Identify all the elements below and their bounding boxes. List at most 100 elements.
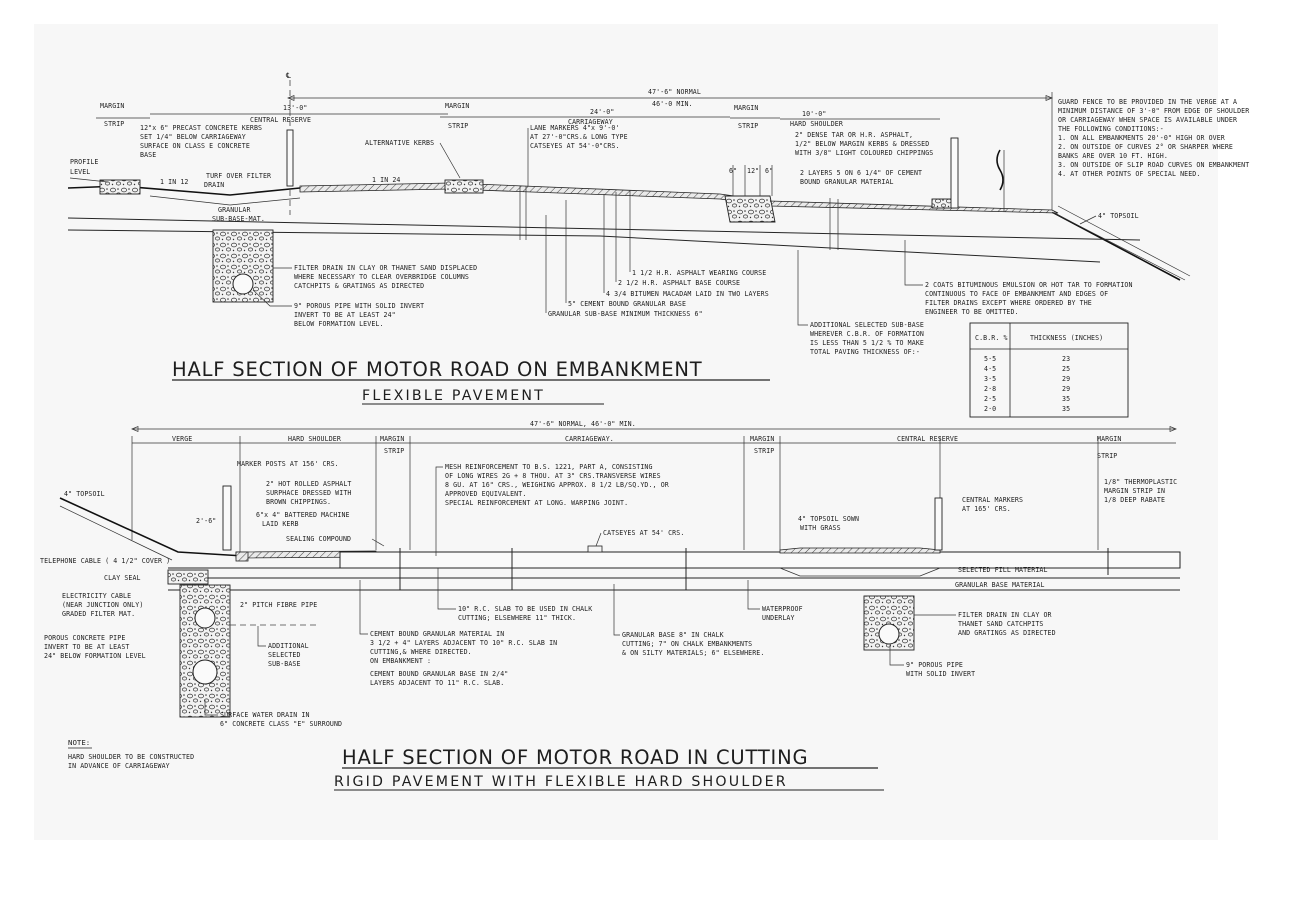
top-margin-label-3: MARGIN (734, 104, 758, 112)
profile-label-2: LEVEL (70, 168, 90, 176)
telephone-cable-label: TELEPHONE CABLE ( 4 1/2" COVER ) (40, 557, 170, 565)
guard-line-3: OR CARRIAGEWAY WHEN SPACE IS AVAILABLE U… (1058, 116, 1237, 124)
top-margin-label-1: MARGIN (100, 102, 124, 110)
kerb-dim-6b: 6" (765, 167, 773, 175)
turf-note-2: DRAIN (204, 181, 224, 189)
kerb-offset-dimension: 2'-6" (196, 517, 216, 525)
topsoil-sown-1: 4" TOPSOIL SOWN (798, 515, 859, 523)
lane-markers-3: CATSEYES AT 54'-0"CRS. (530, 142, 620, 150)
dense-tar-1: 2" DENSE TAR OR H.R. ASPHALT, (795, 131, 913, 139)
filter-drain-note-1: FILTER DRAIN IN CLAY OR (958, 611, 1052, 619)
near-junction-label: (NEAR JUNCTION ONLY) (62, 601, 143, 609)
rc-slab-2: CUTTING; ELSEWHERE 11" THICK. (458, 614, 576, 622)
guard-fence-note: GUARD FENCE TO BE PROVIDED IN THE VERGE … (1058, 98, 1249, 178)
bottom-margin-label-1: MARGIN (380, 435, 404, 443)
guard-line-7: BANKS ARE OVER 10 FT. HIGH. (1058, 152, 1168, 160)
granular-label-2: SUB-BASE-MAT. (212, 215, 265, 223)
top-min-dimension: 46'-0 MIN. (652, 100, 693, 108)
dense-tar-2: 1/2" BELOW MARGIN KERBS & DRESSED (795, 140, 929, 148)
cbr-cell: 2·8 (984, 385, 996, 393)
cbr-cell: 2·0 (984, 405, 996, 413)
top-central-reserve-label: CENTRAL RESERVE (250, 116, 311, 124)
thermoplastic-3: 1/8 DEEP RABATE (1104, 496, 1165, 504)
bottom-strip-label-2: STRIP (754, 447, 774, 455)
mesh-note-3: 8 GU. AT 16" CRS., WEIGHING APPROX. 8 1/… (445, 481, 669, 489)
cbr-cell: 5·5 (984, 355, 996, 363)
hot-rolled-3: BROWN CHIPPINGS. (266, 498, 331, 506)
bitumen-note-1: 2 COATS BITUMINOUS EMULSION OR HOT TAR T… (925, 281, 1133, 289)
porous-concrete-2: INVERT TO BE AT LEAST (44, 643, 129, 651)
top-shoulder-width: 10'-0" (802, 110, 826, 118)
mesh-note-2: OF LONG WIRES 2G + 8 THOU. AT 3" CRS.TRA… (445, 472, 661, 480)
mesh-note-5: SPECIAL REINFORCEMENT AT LONG. WARPING J… (445, 499, 628, 507)
catseyes-label: CATSEYES AT 54' CRS. (603, 529, 684, 537)
kerb-dim-12: 12" (747, 167, 759, 175)
filter-drain-1: FILTER DRAIN IN CLAY OR THANET SAND DISP… (294, 264, 477, 272)
surface-water-2: 6" CONCRETE CLASS "E" SURROUND (220, 720, 342, 728)
cement-bound-1: CEMENT BOUND GRANULAR MATERIAL IN (370, 630, 504, 638)
top-margin-label-2: MARGIN (445, 102, 469, 110)
thermoplastic-2: MARGIN STRIP IN (1104, 487, 1165, 495)
cbr-cell: 3·5 (984, 375, 996, 383)
central-markers-2: AT 165' CRS. (962, 505, 1011, 513)
wearing-course: 1 1/2 H.R. ASPHALT WEARING COURSE (632, 269, 766, 277)
cbr-table: C.B.R. % THICKNESS (INCHES) 5·5 23 4·5 2… (969, 322, 1129, 418)
bottom-strip-label-3: STRIP (1097, 452, 1117, 460)
thickness-header: THICKNESS (INCHES) (1030, 334, 1103, 342)
guard-line-4: THE FOLLOWING CONDITIONS:- (1058, 125, 1164, 133)
filter-drain-note-2: THANET SAND CATCHPITS (958, 620, 1043, 628)
cbr-header: C.B.R. % (975, 334, 1008, 342)
top-strip-label-2: STRIP (448, 122, 468, 130)
cement-bound-5: CEMENT BOUND GRANULAR BASE IN 2/4" (370, 670, 508, 678)
porous-pipe-note-1: 9" POROUS PIPE (906, 661, 963, 669)
bottom-title: HALF SECTION OF MOTOR ROAD IN CUTTING (342, 746, 808, 769)
cutting-section: 47'-6" NORMAL, 46'-0" MIN. VERGE HARD SH… (40, 420, 1181, 791)
guard-line-9: 4. AT OTHER POINTS OF SPECIAL NEED. (1058, 170, 1200, 178)
bottom-margin-label-2: MARGIN (750, 435, 774, 443)
thickness-cell: 35 (1062, 395, 1070, 403)
top-subtitle: FLEXIBLE PAVEMENT (362, 388, 545, 404)
slope-1-in-24: 1 IN 24 (372, 176, 401, 184)
top-hard-shoulder-label: HARD SHOULDER (790, 120, 843, 128)
porous-pipe-note-2: WITH SOLID INVERT (906, 670, 975, 678)
filter-drain-3: CATCHPITS & GRATINGS AS DIRECTED (294, 282, 424, 290)
precast-kerbs-note-2: SET 1/4" BELOW CARRIAGEWAY (140, 133, 246, 141)
precast-kerbs-note-1: 12"x 6" PRECAST CONCRETE KERBS (140, 124, 262, 132)
granular-min-thickness: GRANULAR SUB-BASE MINIMUM THICKNESS 6" (548, 310, 703, 318)
fibre-pipe-label: 2" PITCH FIBRE PIPE (240, 601, 317, 609)
profile-label-1: PROFILE (70, 158, 99, 166)
additional-subbase-2: WHEREVER C.B.R. OF FORMATION (810, 330, 924, 338)
bottom-central-reserve-label: CENTRAL RESERVE (897, 435, 958, 443)
bottom-margin-label-3: MARGIN (1097, 435, 1121, 443)
hot-rolled-1: 2" HOT ROLLED ASPHALT (266, 480, 351, 488)
bottom-topsoil-label: 4" TOPSOIL (64, 490, 105, 498)
slope-1-in-12: 1 IN 12 (160, 178, 189, 186)
bottom-carriageway-label: CARRIAGEWAY. (565, 435, 614, 443)
cbr-cell: 4·5 (984, 365, 996, 373)
thickness-cell: 23 (1062, 355, 1070, 363)
precast-kerbs-note-4: BASE (140, 151, 156, 159)
electricity-cable-label: ELECTRICITY CABLE (62, 592, 131, 600)
battered-kerb-2: LAID KERB (262, 520, 299, 528)
cement-bound-4: ON EMBANKMENT : (370, 657, 431, 665)
porous-concrete-1: POROUS CONCRETE PIPE (44, 634, 125, 642)
topsoil-label-top: 4" TOPSOIL (1098, 212, 1139, 220)
guard-line-5: 1. ON ALL EMBANKMENTS 20'-0" HIGH OR OVE… (1058, 134, 1225, 142)
filter-drain-2: WHERE NECESSARY TO CLEAR OVERBRIDGE COLU… (294, 273, 469, 281)
selected-fill-label: SELECTED FILL MATERIAL (958, 566, 1048, 574)
waterproof-1: WATERPROOF (762, 605, 803, 613)
bottom-hard-shoulder-label: HARD SHOULDER (288, 435, 341, 443)
clay-seal-label: CLAY SEAL (104, 574, 141, 582)
additional-subbase-4: TOTAL PAVING THICKNESS OF:- (810, 348, 920, 356)
thickness-cell: 29 (1062, 375, 1070, 383)
porous-pipe-2: INVERT TO BE AT LEAST 24" (294, 311, 396, 319)
cement-bound-3: CUTTING,& WHERE DIRECTED. (370, 648, 472, 656)
filter-drain-note-3: AND GRATINGS AS DIRECTED (958, 629, 1056, 637)
bitumen-note-3: FILTER DRAINS EXCEPT WHERE ORDERED BY TH… (925, 299, 1092, 307)
top-central-width: 13'-0" (283, 104, 307, 112)
thickness-cell: 29 (1062, 385, 1070, 393)
central-markers-1: CENTRAL MARKERS (962, 496, 1023, 504)
alternative-kerbs-label: ALTERNATIVE KERBS (365, 139, 434, 147)
note-title: NOTE: (68, 738, 90, 747)
porous-pipe-1: 9" POROUS PIPE WITH SOLID INVERT (294, 302, 424, 310)
